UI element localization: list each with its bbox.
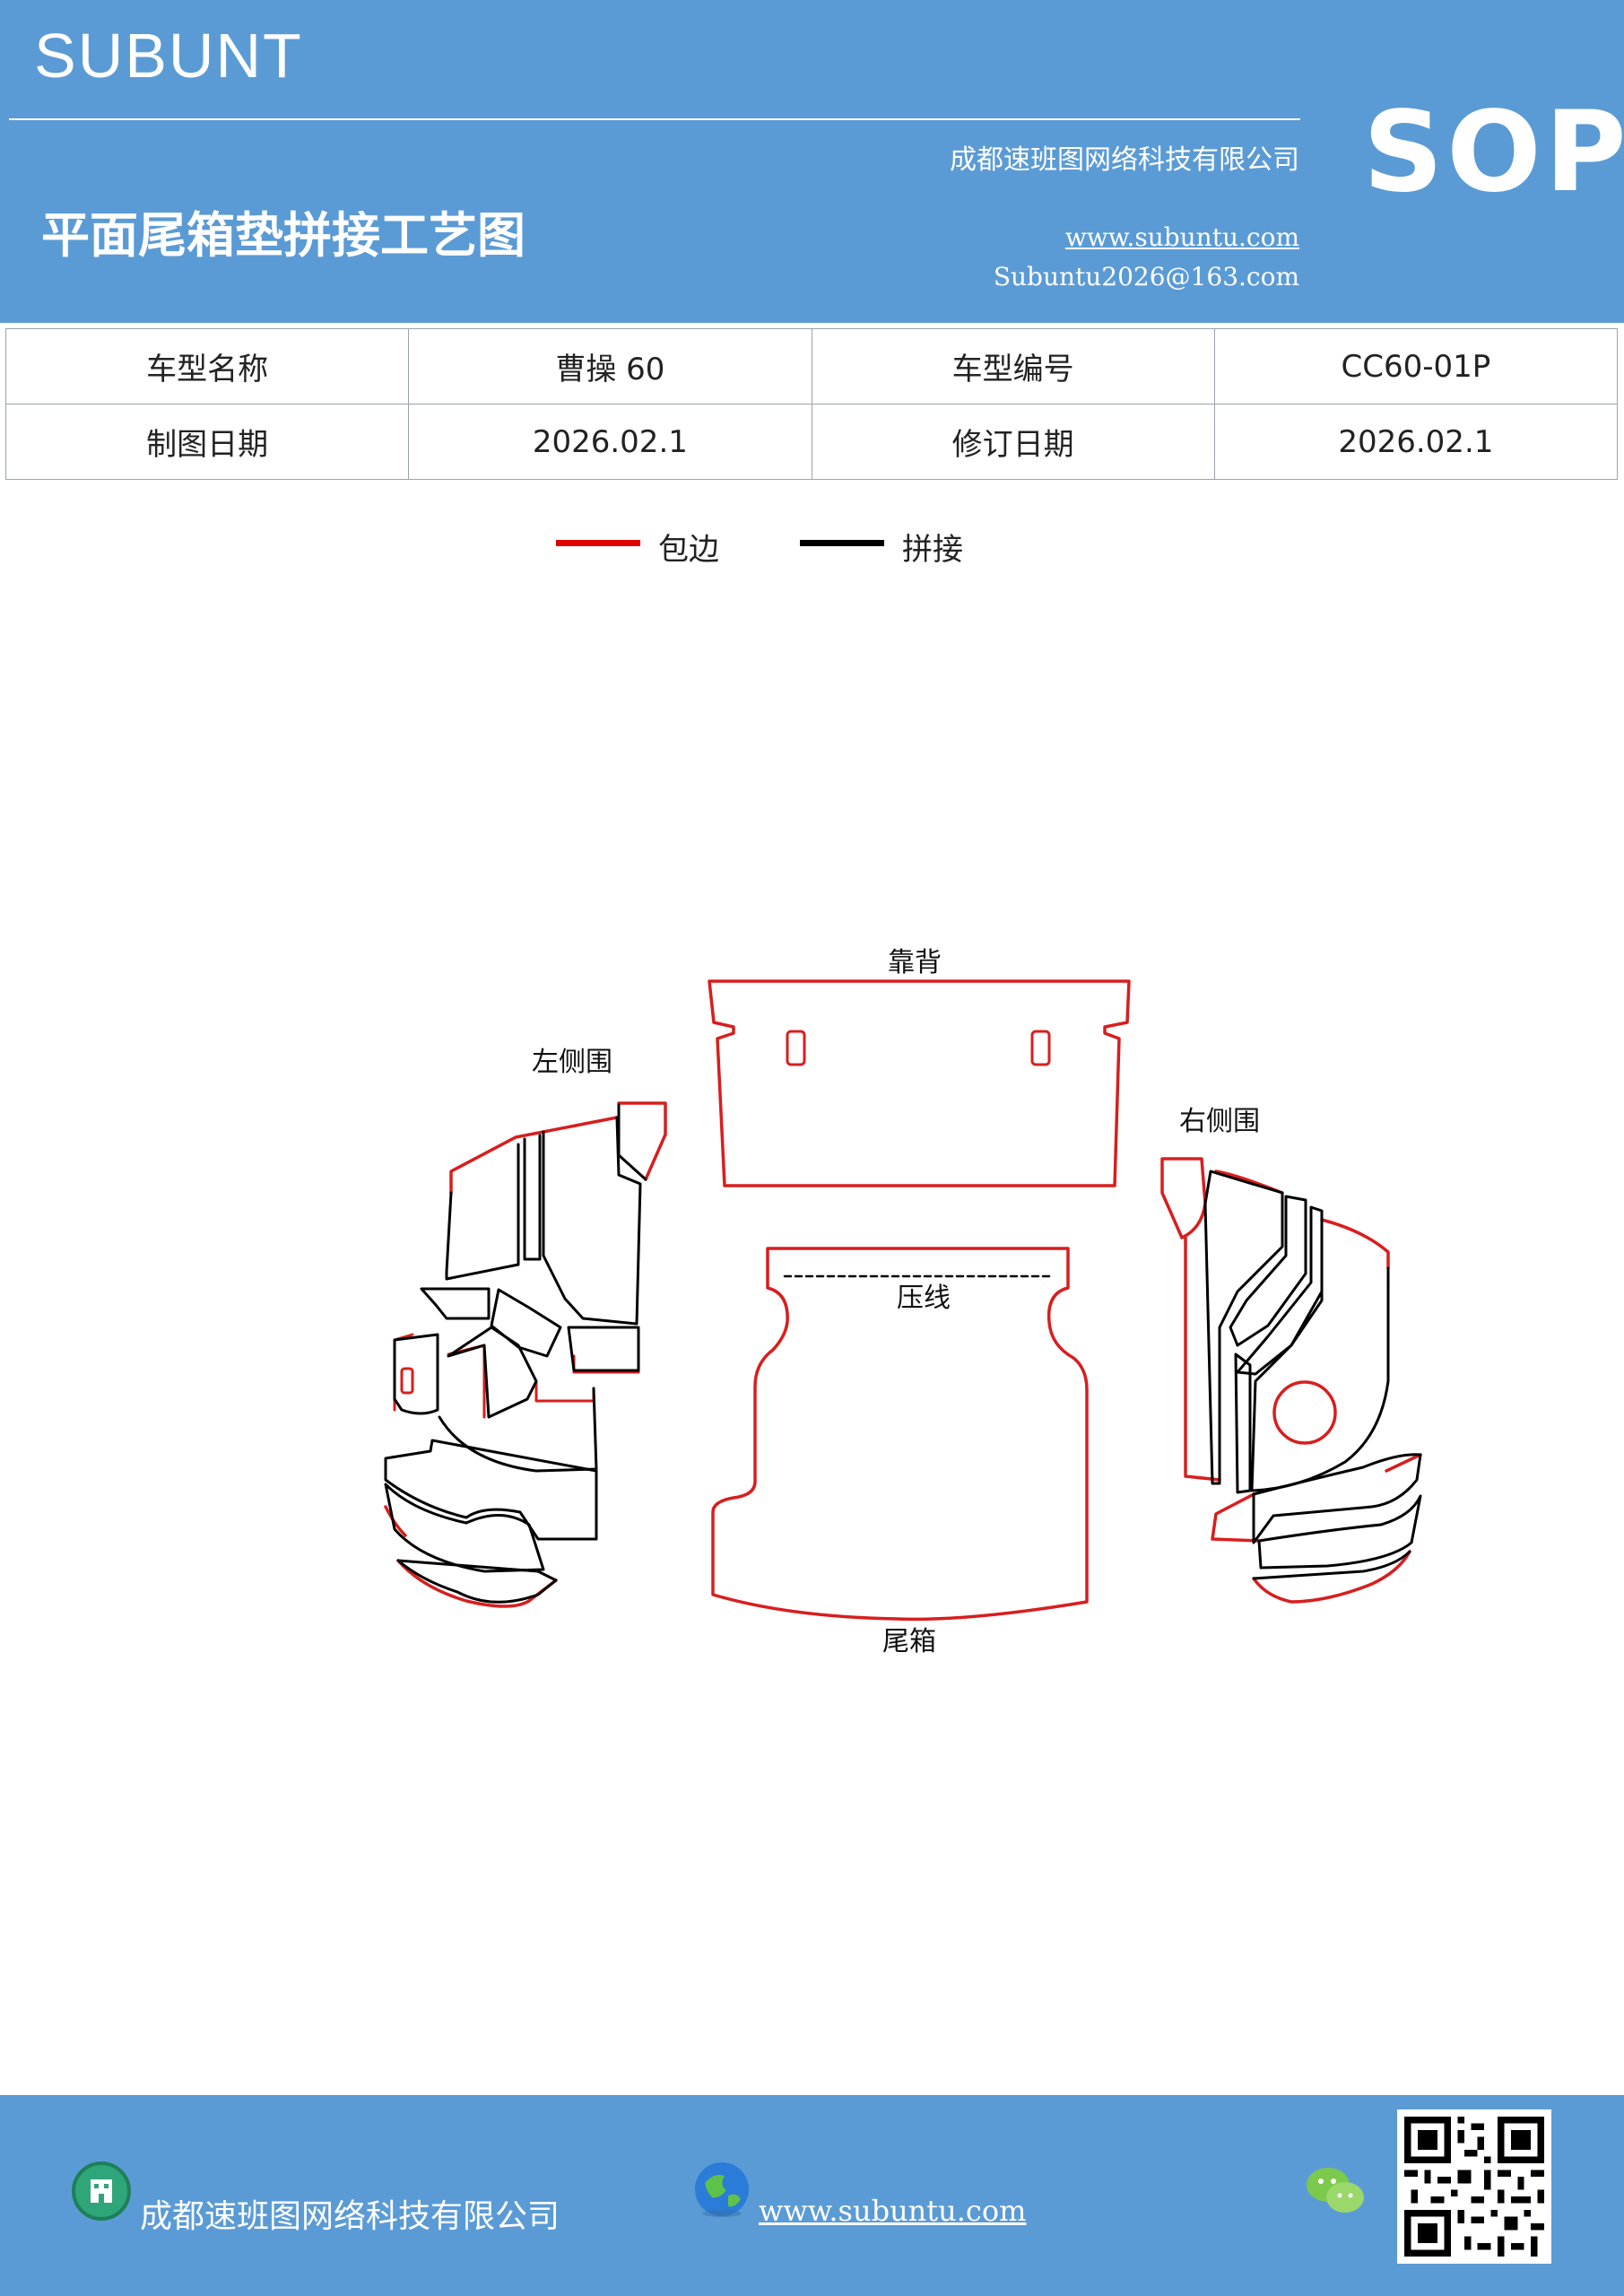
right-side-piece-d [1250, 1218, 1390, 1492]
left-side-piece-i [567, 1326, 640, 1372]
right-side-piece-g [1257, 1494, 1422, 1570]
drawing-date-label: 制图日期 [4, 404, 410, 480]
model-code-label: 车型编号 [811, 328, 1215, 404]
legend-joint-swatch [800, 540, 884, 546]
header-divider [9, 118, 1300, 120]
revision-date-value: 2026.02.1 [1213, 404, 1619, 480]
left-side-edge-step [534, 1379, 595, 1403]
table-row: 制图日期 2026.02.1 修订日期 2026.02.1 [4, 404, 1619, 480]
left-side-edge-small-a [393, 1333, 414, 1412]
left-side-piece-l [384, 1483, 545, 1573]
left-side-piece-h [447, 1326, 538, 1419]
right-side-piece-b [1229, 1195, 1307, 1347]
left-side-edge-top-corner [617, 1101, 667, 1181]
qr-code [1397, 2109, 1551, 2264]
sop-badge: SOP [1363, 88, 1624, 217]
company-building-icon [72, 2161, 131, 2221]
right-side-edge-bottom-b [1385, 1453, 1422, 1473]
left-side-label: 左侧围 [532, 1047, 612, 1078]
right-side-label: 右侧围 [1179, 1106, 1260, 1137]
backrest-panel [708, 979, 1131, 1187]
left-side-piece-b [523, 1134, 542, 1261]
left-side-piece-f [490, 1288, 562, 1358]
table-row: 车型名称 曹操 60 车型编号 CC60-01P [4, 328, 1619, 404]
brand-name: SUBUNT [34, 21, 303, 91]
globe-icon [692, 2160, 751, 2219]
right-side-edge-left [1184, 1236, 1221, 1482]
left-side-edge-small-b [447, 1344, 486, 1419]
right-side-piece-e [1234, 1352, 1252, 1494]
trunk-floor-panel [711, 1247, 1089, 1622]
left-side-edge-bottom [396, 1559, 558, 1608]
backrest-slot-left [786, 1030, 806, 1066]
right-side-edge-top [1160, 1157, 1207, 1239]
backrest-slot-right [1030, 1030, 1051, 1066]
drawing-date-value: 2026.02.1 [408, 404, 812, 480]
left-side-edge-corner-b [572, 1354, 640, 1374]
page-title: 平面尾箱垫拼接工艺图 [41, 206, 525, 264]
model-code-value: CC60-01P [1213, 328, 1619, 404]
left-side-piece-a [445, 1143, 520, 1281]
footer-company: 成都速班图网络科技有限公司 [140, 2198, 560, 2235]
right-side-edge-right [1320, 1218, 1390, 1270]
model-name-label: 车型名称 [4, 328, 410, 404]
vehicle-info-table: 车型名称 曹操 60 车型编号 CC60-01P 制图日期 2026.02.1 … [4, 328, 1619, 480]
left-side-edge-lower [384, 1505, 407, 1537]
right-side-piece-c [1236, 1205, 1324, 1376]
left-side-piece-e [420, 1287, 491, 1320]
left-side-slot [400, 1367, 414, 1395]
backrest-label: 靠背 [888, 947, 942, 978]
right-side-hole [1272, 1380, 1337, 1445]
right-side-piece-f [1252, 1453, 1422, 1544]
legend-edge-swatch [556, 540, 640, 546]
right-side-piece-h [1252, 1550, 1411, 1580]
left-side-edge-top [449, 1116, 619, 1195]
header-website-link[interactable]: www.subuntu.com [1064, 222, 1299, 252]
model-name-value: 曹操 60 [408, 328, 812, 404]
right-side-edge-upper [1214, 1170, 1284, 1195]
revision-date-label: 修订日期 [811, 404, 1215, 480]
header-email: Subuntu2026@163.com [993, 262, 1299, 291]
left-side-piece-m [396, 1559, 558, 1604]
right-side-edge-bottom [1252, 1550, 1411, 1604]
header-banner [0, 0, 1624, 323]
right-side-piece-a [1203, 1170, 1284, 1485]
right-side-edge-foot [1211, 1492, 1261, 1543]
crease-label: 压线 [897, 1283, 951, 1314]
footer-website-link[interactable]: www.subuntu.com [759, 2194, 1027, 2228]
left-side-piece-k [384, 1439, 598, 1541]
left-side-piece-d [617, 1103, 647, 1181]
left-side-piece-g [393, 1333, 439, 1415]
trunk-label: 尾箱 [882, 1626, 936, 1657]
wechat-icon [1304, 2163, 1367, 2219]
legend-edge-label: 包边 [658, 532, 719, 568]
header-company: 成都速班图网络科技有限公司 [950, 144, 1299, 176]
legend-joint-label: 拼接 [902, 532, 963, 568]
left-side-piece-j [438, 1387, 598, 1473]
left-side-piece-c [542, 1116, 642, 1326]
